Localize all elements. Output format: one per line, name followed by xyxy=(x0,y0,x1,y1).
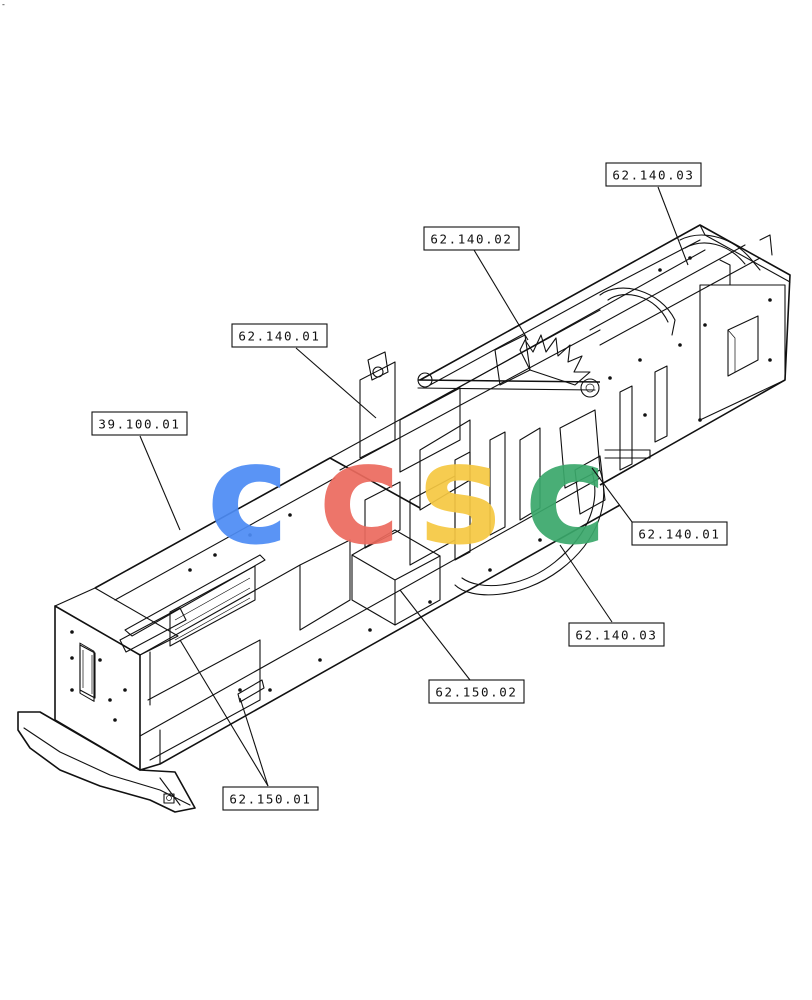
watermark-letter: c xyxy=(525,414,608,577)
leader-line xyxy=(559,544,613,623)
leader-line xyxy=(473,249,529,341)
callout-label: 62.150.01 xyxy=(229,792,311,807)
callout-label: 62.140.02 xyxy=(430,232,512,247)
main-frame xyxy=(17,224,791,813)
callout-label: 62.140.03 xyxy=(575,628,657,643)
callout-62-150-01: 62.150.01 xyxy=(222,786,319,811)
watermark-letter: s xyxy=(418,414,501,577)
callout-label: 62.150.02 xyxy=(435,685,517,700)
callout-62-140-02: 62.140.02 xyxy=(423,226,520,251)
callout-label: 39.100.01 xyxy=(98,417,180,432)
frame-holes xyxy=(70,256,772,722)
leader-line xyxy=(399,589,471,681)
watermark-letter: c xyxy=(207,414,290,577)
callout-62-150-02: 62.150.02 xyxy=(428,679,525,704)
callout-label: 62.140.03 xyxy=(612,168,694,183)
callout-label: 62.140.01 xyxy=(238,329,320,344)
watermark-letter: c xyxy=(319,414,402,577)
corner-mark: - xyxy=(2,0,5,9)
leader-line xyxy=(239,697,269,787)
callout-62-140-03-top: 62.140.03 xyxy=(605,162,702,187)
leader-line xyxy=(591,467,639,531)
callout-62-140-01-left: 62.140.01 xyxy=(231,323,328,348)
leader-lines xyxy=(139,186,689,787)
callout-62-140-01-right: 62.140.01 xyxy=(631,521,728,546)
leader-line xyxy=(179,639,269,787)
callout-62-140-03-bottom: 62.140.03 xyxy=(568,622,665,647)
leader-line xyxy=(657,186,689,266)
callout-39-100-01: 39.100.01 xyxy=(91,411,188,436)
leader-line xyxy=(139,435,181,531)
watermark: c c s c xyxy=(207,414,608,577)
leader-line xyxy=(295,347,377,419)
callout-label: 62.140.01 xyxy=(638,527,720,542)
